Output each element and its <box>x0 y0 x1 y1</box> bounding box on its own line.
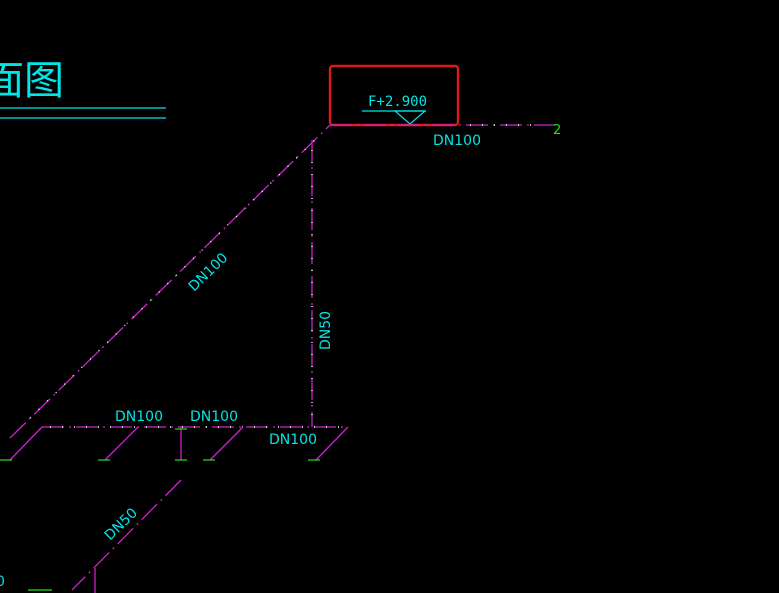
pipe-diagonal-main <box>9 124 331 439</box>
highlight-box <box>328 64 460 127</box>
pipe-branch-tick-4 <box>315 426 349 461</box>
pipe-label-bottom-middle: DN100 <box>190 409 238 425</box>
pipe-label-diagonal-main: DN100 <box>186 250 232 295</box>
edge-text-fragment: 0 <box>0 574 5 590</box>
pipe-branch-tick-3 <box>209 426 244 461</box>
pipe-label-bottom-right: DN100 <box>269 432 317 448</box>
pipe-label-diagonal-branch: DN50 <box>102 505 141 544</box>
drawing-title: 面图 <box>0 58 64 104</box>
pipe-diagonal-main-dots <box>29 134 321 419</box>
end-marker-number: 2 <box>553 123 561 138</box>
pipe-label-bottom-left: DN100 <box>115 409 163 425</box>
pipe-branch-tick-2 <box>104 426 139 461</box>
pipe-branch-tick-1 <box>9 426 43 461</box>
pipe-diagonal-branch <box>71 479 182 591</box>
elevation-label: F+2.900 <box>368 94 427 110</box>
pipe-label-top-right: DN100 <box>433 133 481 149</box>
elevation-triangle-symbol <box>393 110 427 125</box>
pipe-label-vertical-riser: DN50 <box>318 311 334 350</box>
